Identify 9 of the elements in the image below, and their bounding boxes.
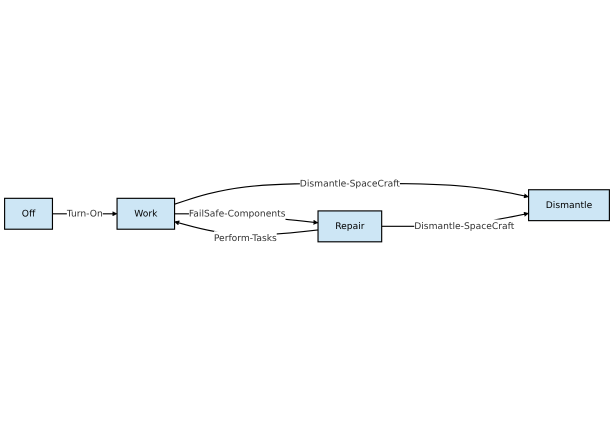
node-box: Dismantle bbox=[528, 188, 610, 221]
edge-label: Perform-Tasks bbox=[214, 232, 277, 243]
edge-label: Turn-On bbox=[66, 208, 103, 219]
edge-label: FailSafe-Components bbox=[188, 208, 286, 219]
node-box: Work bbox=[116, 198, 176, 230]
node-box: Repair bbox=[317, 210, 382, 242]
edge-label: Dismantle-SpaceCraft bbox=[414, 220, 514, 232]
edge-label: Dismantle-SpaceCraft bbox=[300, 177, 400, 188]
node-box: Off bbox=[4, 198, 54, 230]
